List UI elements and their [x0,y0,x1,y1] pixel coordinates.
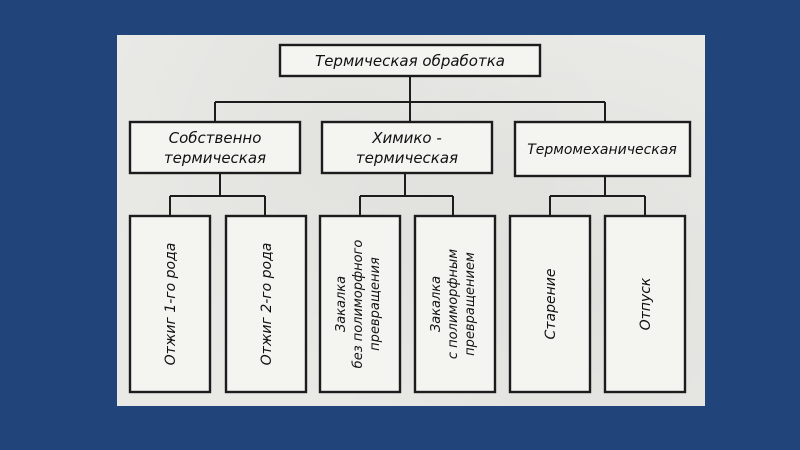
leaf-4-line-1: Закалка [429,276,444,332]
category-2-line-2: термическая [356,149,458,167]
category-2-line-1: Химико - [371,129,442,147]
leaf-box-1 [128,214,212,394]
leaf-4-line-3: превращением [463,252,478,356]
connectors [169,76,646,216]
category-1-line-1: Собственно [169,129,262,147]
leaf-box-4 [413,214,497,394]
category-box-1 [128,120,302,175]
root-node: Термическая обработка [278,43,542,78]
leaf-node-4: Закалка с полиморфным превращением [413,214,497,394]
category-node-1: Собственно термическая [128,120,302,175]
category-box-3 [513,120,692,178]
leaf-6-line-1: Отпуск [638,277,654,330]
leaf-5-line-1: Старение [543,269,559,340]
category-node-3: Термомеханическая [513,120,692,178]
leaf-4-line-2: с полиморфным [446,249,461,359]
category-node-2: Химико - термическая [320,120,494,175]
root-label: Термическая обработка [315,52,505,70]
leaf-box-3 [318,214,402,394]
root-box [278,43,542,78]
leaf-3-line-2: без полиморфного [351,240,366,369]
category-box-2 [320,120,494,175]
leaf-3-line-1: Закалка [334,276,349,332]
category-3-line-1: Термомеханическая [527,142,677,158]
leaf-1-line-1: Отжиг 1-го рода [163,243,179,366]
leaf-node-5: Старение [508,214,592,394]
leaf-box-6 [603,214,687,394]
leaf-node-6: Отпуск [603,214,687,394]
leaf-2-line-1: Отжиг 2-го рода [259,243,275,366]
leaf-node-2: Отжиг 2-го рода [224,214,308,394]
leaf-node-1: Отжиг 1-го рода [128,214,212,394]
leaf-box-5 [508,214,592,394]
leaf-3-line-3: превращения [368,257,383,351]
leaf-box-2 [224,214,308,394]
leaf-node-3: Закалка без полиморфного превращения [318,214,402,394]
category-1-line-2: термическая [164,149,266,167]
